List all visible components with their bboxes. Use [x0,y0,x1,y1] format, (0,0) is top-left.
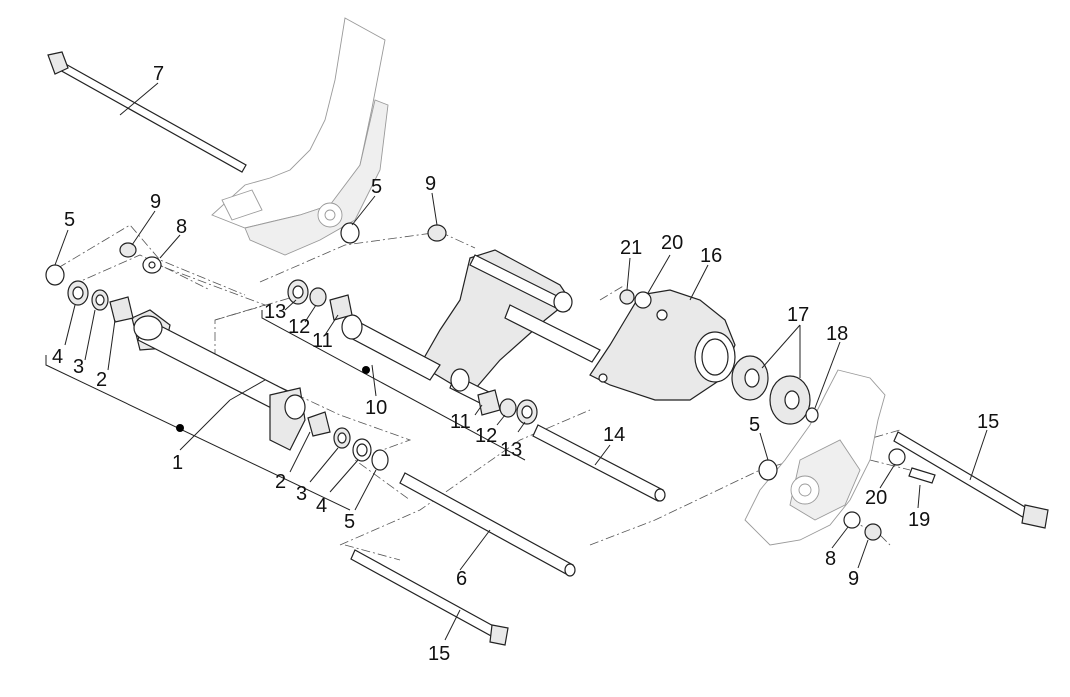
callout-18: 18 [826,323,848,345]
callout-10: 10 [365,397,387,419]
seal-12-bottom [499,398,517,418]
callout-19: 19 [908,509,930,531]
bolt-part-7 [47,51,247,173]
pivot-axle-part-1 [131,309,306,451]
reference-dot-part-10 [362,366,370,374]
circlip-5-left [45,264,65,286]
callout-9: 9 [425,173,436,195]
callout-15: 15 [428,643,450,665]
circlip-5-lower [371,449,389,471]
bushing-11-bottom [477,389,501,416]
callout-16: 16 [700,245,722,267]
nut-9-top-left [119,242,137,258]
callout-1: 1 [172,452,183,474]
circlip-18 [805,407,819,423]
bushing-2-right [307,411,331,437]
seal-12-top [309,287,327,307]
reference-dot-part-1 [176,424,184,432]
callout-2: 2 [96,369,107,391]
callout-15: 15 [977,411,999,433]
callout-7: 7 [153,63,164,85]
callout-11: 11 [450,411,471,433]
callout-8: 8 [825,548,836,570]
leader-lines [45,82,988,641]
callout-20: 20 [661,232,683,254]
circlip-5-right [758,459,778,481]
housing-part-16 [589,289,736,401]
callout-9: 9 [848,568,859,590]
callout-5: 5 [749,414,760,436]
callout-12: 12 [288,316,310,338]
small-parts [45,222,936,541]
circlip-5-top [340,222,360,244]
callout-8: 8 [176,216,187,238]
washer-20-top [634,291,652,309]
callout-6: 6 [456,568,467,590]
bushing-2-left [109,296,134,323]
callout-5: 5 [344,511,355,533]
callout-4: 4 [316,495,327,517]
nut-21 [619,289,635,305]
right-bracket-ghost [744,369,886,546]
callout-20: 20 [865,487,887,509]
nut-9-top [427,224,447,242]
callout-5: 5 [371,176,382,198]
damper-part-17 [731,355,811,425]
callout-2: 2 [275,471,286,493]
callout-13: 13 [500,439,522,461]
assembly-guide-lines [57,224,911,561]
frame-bracket-ghost [211,17,389,256]
callout-14: 14 [603,424,625,446]
callout-3: 3 [73,356,84,378]
callout-9: 9 [150,191,161,213]
rods [350,424,1049,646]
callout-3: 3 [296,483,307,505]
callout-labels: 7 5 9 8 5 9 4 3 2 1 2 3 4 5 13 12 11 10 … [52,63,999,665]
washer-8-right [843,511,861,529]
bolt-part-15-lower [350,549,498,638]
washer-20-right [888,448,906,466]
callout-12: 12 [475,425,497,447]
bolt-19 [908,467,936,484]
swing-arm-part-10 [341,249,601,409]
callout-11: 11 [312,330,333,352]
bushing-11-top [329,294,353,321]
callout-13: 13 [264,301,286,323]
rod-part-14 [532,424,664,502]
rod-part-6 [399,472,574,576]
callout-17: 17 [787,304,809,326]
callout-4: 4 [52,346,63,368]
callout-21: 21 [620,237,642,259]
callout-5: 5 [64,209,75,231]
nut-9-right [864,523,882,541]
